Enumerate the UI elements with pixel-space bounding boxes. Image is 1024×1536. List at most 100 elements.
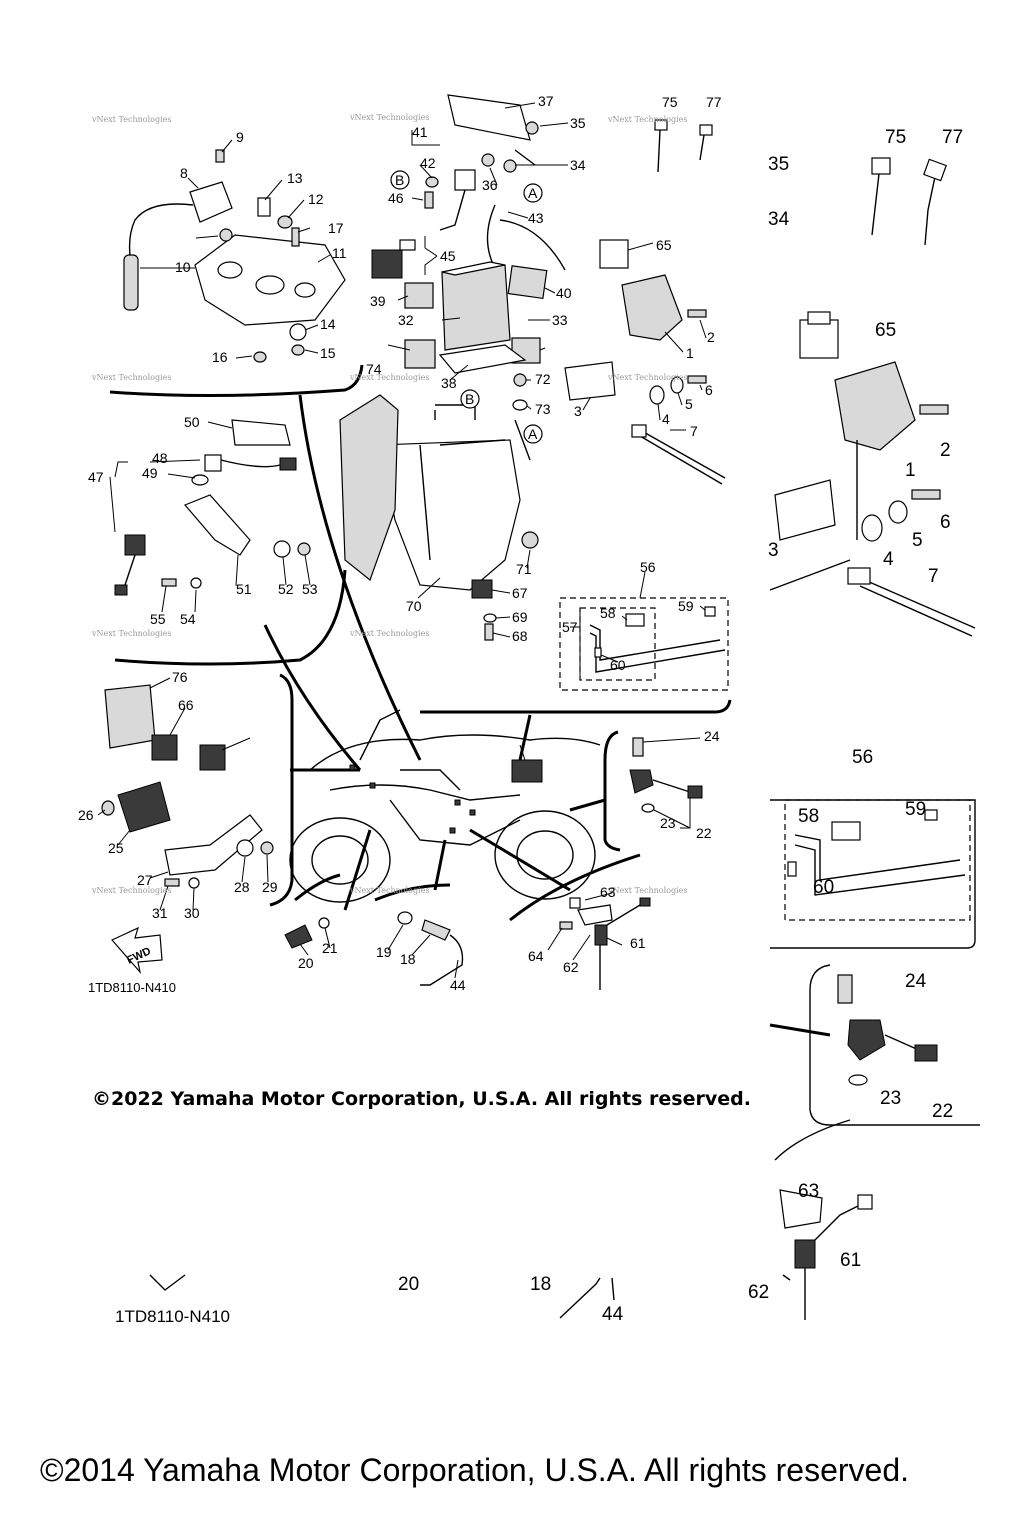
part-label-large-58: 58: [798, 806, 819, 827]
part-label-large-18: 18: [530, 1274, 551, 1295]
part-label-large-6: 6: [940, 512, 951, 533]
cable-tie-77-large: [923, 158, 947, 182]
harness-box-56-large: [784, 799, 971, 921]
cable-tie-75-large: [871, 157, 891, 175]
part-label-26: 26: [78, 807, 94, 823]
part-label-61: 61: [630, 935, 646, 951]
part-label-55: 55: [150, 611, 166, 627]
inset-crank-sensor: [629, 737, 703, 813]
part-label-20: 20: [298, 955, 314, 971]
part-label-11: 11: [332, 245, 347, 261]
cable-tie-77: [699, 124, 713, 136]
part-label-38: 38: [441, 375, 457, 391]
switch-body-47: [124, 534, 146, 556]
bolt-16: [253, 351, 267, 363]
inset-rectifier: [101, 684, 274, 975]
grommet-4: [649, 385, 665, 405]
bolt-68: [484, 623, 494, 641]
ring-49: [191, 474, 209, 486]
battery-32: [441, 264, 511, 351]
part-label-58: 58: [600, 605, 616, 621]
relay-65-large: [799, 319, 839, 359]
part-label-59: 59: [678, 598, 694, 614]
battery-band-37: [447, 94, 531, 141]
callout-a-box-label: A: [528, 426, 538, 442]
bolt-2-large: [919, 404, 949, 415]
sensor-20: [284, 924, 313, 949]
part-label-54: 54: [180, 611, 196, 627]
watermark: vNext Technologies: [91, 373, 171, 382]
inset-frames: [109, 364, 732, 922]
bolt-46: [424, 191, 434, 209]
cover-50: [231, 419, 291, 446]
part-label-44: 44: [450, 977, 466, 993]
cover-76: [104, 684, 156, 749]
plug-cap-10: [123, 254, 139, 311]
part-label-46: 46: [388, 190, 404, 206]
part-label-2: 2: [707, 329, 715, 345]
rectifier-25: [117, 781, 171, 833]
bolt-72: [513, 373, 527, 387]
bracket-67: [471, 579, 493, 599]
watermark: vNext Technologies: [607, 886, 687, 895]
bracket-63-large: [779, 1189, 823, 1229]
part-label-32: 32: [398, 312, 414, 328]
watermark: vNext Technologies: [91, 629, 171, 638]
callout-b-top: [390, 170, 410, 190]
part-label-42: 42: [420, 155, 436, 171]
part-label-60: 60: [610, 657, 626, 673]
watermark: vNext Technologies: [607, 115, 687, 124]
inset-battery: [339, 94, 566, 641]
part-label-23: 23: [660, 815, 676, 831]
screw-55: [161, 578, 177, 587]
part-label-64: 64: [528, 948, 544, 964]
part-label-large-75: 75: [885, 127, 906, 148]
part-label-33: 33: [552, 312, 568, 328]
part-label-67: 67: [512, 585, 528, 601]
part-label-30: 30: [184, 905, 200, 921]
part-code-small: 1TD8110-N410: [88, 980, 176, 995]
part-label-70: 70: [406, 598, 422, 614]
sensor-22: [629, 769, 654, 794]
washer-30: [188, 877, 200, 889]
part-label-large-1: 1: [905, 460, 916, 481]
part-label-34: 34: [570, 157, 586, 173]
atv-overview: [289, 709, 601, 903]
part-label-large-35: 35: [768, 154, 789, 175]
part-label-37: 37: [538, 93, 554, 109]
part-label-1: 1: [686, 345, 694, 361]
part-label-17: 17: [328, 220, 344, 236]
part-label-28: 28: [234, 879, 250, 895]
part-label-74: 74: [366, 361, 382, 377]
part-label-large-63: 63: [798, 1181, 819, 1202]
damper-71: [521, 531, 539, 549]
part-label-large-20: 20: [398, 1274, 419, 1295]
cover-74: [339, 394, 399, 581]
bolt-2: [687, 309, 707, 318]
washer-69: [483, 613, 497, 623]
clip-60: [594, 647, 602, 658]
part-label-29: 29: [262, 879, 278, 895]
collar-5: [670, 376, 684, 394]
part-label-13: 13: [287, 170, 303, 186]
relay-66: [151, 734, 178, 761]
watermark: vNext Technologies: [349, 886, 429, 895]
watermark: vNext Technologies: [91, 115, 171, 124]
screw-17: [291, 227, 300, 247]
callout-b-box: [460, 389, 480, 409]
bolt-6-large: [911, 489, 941, 500]
fuse-58-large: [831, 821, 861, 841]
part-label-large-56: 56: [852, 747, 873, 768]
part-label-14: 14: [320, 316, 336, 332]
part-label-22: 22: [696, 825, 712, 841]
callout-a-top-label: A: [528, 185, 538, 201]
bracket-3-large: [774, 479, 836, 541]
collar-5-large: [888, 500, 908, 524]
part-label-73: 73: [535, 401, 551, 417]
part-label-36: 36: [482, 177, 498, 193]
sensor-61-large: [794, 1239, 816, 1269]
part-label-31: 31: [152, 905, 168, 921]
part-label-76: 76: [172, 669, 188, 685]
